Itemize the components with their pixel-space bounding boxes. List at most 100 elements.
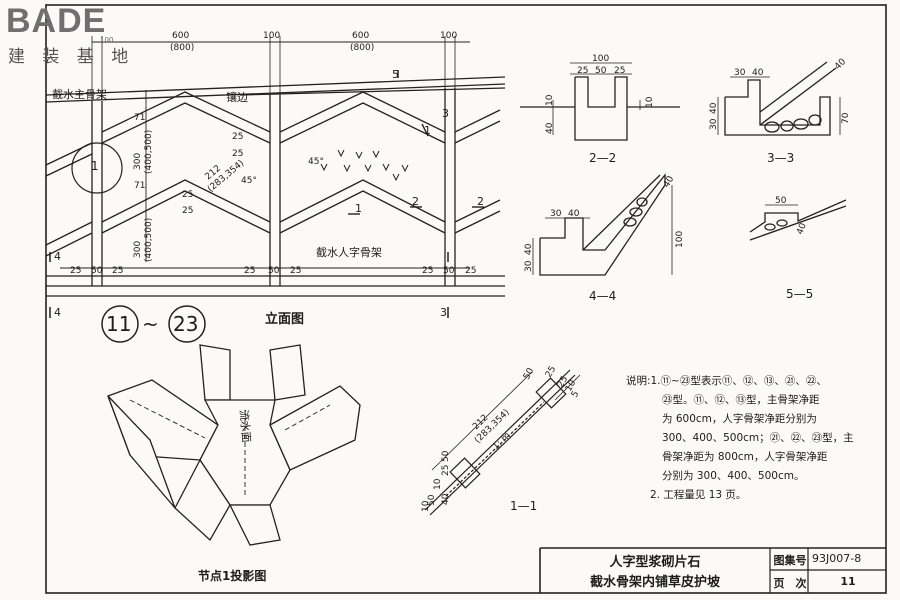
s22-dim-10a: 10 [545,94,555,106]
s44-dim-40b: 40 [524,243,534,255]
node-flow-lines [129,399,331,495]
dim-100-a: 100 [263,31,280,41]
note-line-1: 说明:1.⑪~㉓型表示⑪、⑫、⑬、㉑、㉒、 [626,375,827,387]
title-line-2: 截水骨架内铺草皮护坡 [589,575,720,590]
angle-45-b: 45° [308,157,324,167]
s11-dim-50c: 50 [427,494,437,506]
elevation-view [45,36,506,318]
atlas-value: 93J007-8 [812,552,862,565]
s44-dim-100: 100 [675,231,685,248]
mark-node-1: 1 [91,159,99,173]
dim-25-c: 25 [182,190,193,200]
dim-71-b: 71 [134,181,145,191]
logo-brand: BADE [6,2,107,40]
dim-left-lower: 300 (400,500) [133,218,154,262]
s55-dim-40: 40 [795,222,808,236]
s22-dim-40: 40 [545,122,555,134]
s11-dim-25a: 25 [441,465,451,476]
notes-block: 说明:1.⑪~㉓型表示⑪、⑫、⑬、㉑、㉒、 ㉓型。⑪、⑫、⑬型，主骨架净距 为 … [626,372,866,505]
s22-dim-25b: 25 [614,66,625,76]
dim-b-25-5: 25 [422,266,433,276]
page-value: 11 [840,575,856,588]
dim-25-b: 25 [232,149,243,159]
logo-small-number: 100 [100,36,114,44]
atlas-label: 图集号 [773,554,807,567]
node-title: 节点1投影图 [198,568,266,583]
mark-1b: 1 [355,202,362,215]
mark-3-bottom: 3 [440,306,447,319]
flow-label: 流水面 [237,409,254,443]
mark-2a: 2 [412,195,419,208]
s33-dim-40: 40 [752,68,764,78]
s11-dim-50a: 50 [441,450,451,462]
note-line-5: 骨架净距为 800cm，人字骨架净距 [662,451,828,463]
s11-dim-10b: 10 [433,478,443,490]
dim-b-25-3: 25 [244,266,255,276]
dim-b-25-2: 25 [112,266,123,276]
section-5-5 [749,199,847,241]
page-label: 页 次 [773,577,807,590]
mark-3-top: 3 [442,107,449,120]
dim-b-25-1: 25 [70,266,81,276]
s33-dim-70: 70 [841,112,851,124]
dim-600-a: 600 [172,31,189,41]
sheet-border [45,4,887,594]
note-line-4: 300、400、500cm；㉑、㉒、㉓型，主 [662,432,854,444]
s11-title: 1—1 [510,499,537,513]
s22-dim-100: 100 [592,54,609,64]
mark-5: 5 [392,68,399,81]
grass-symbols [320,149,409,182]
type-end: 23 [173,312,198,336]
dim-25-a: 25 [232,132,243,142]
s11-dim-5: 5 [570,390,582,400]
dim-800-b: (800) [350,43,374,53]
mark-4-top: 4 [54,250,61,263]
note-line-7: 2. 工程量见 13 页。 [650,489,747,501]
dim-400500-b: (400,500) [144,218,154,262]
dim-b-50-3: 50 [443,266,455,276]
dim-400500-a: (400,500) [144,130,154,174]
s33-dim-40c: 40 [833,57,848,72]
label-main-frame: 截水主骨架 [52,87,107,101]
s11-dim-10c: 10 [421,500,431,512]
s44-dim-30: 30 [550,209,562,219]
dim-71-a: 71 [134,113,145,123]
s33-dim-40b: 40 [709,102,719,114]
label-herring-frame: 截水人字骨架 [316,245,382,259]
note-line-3: 为 600cm，人字骨架净距分别为 [662,413,817,425]
dim-b-25-4: 25 [290,266,301,276]
s44-dim-40: 40 [568,209,580,219]
dim-25-d: 25 [182,206,193,216]
label-edge: 镶边 [226,90,248,104]
logo-subtitle: 建 装 基 地 [8,47,135,67]
s33-title: 3—3 [767,151,794,165]
s22-dim-50: 50 [595,66,607,76]
s33-dim-30: 30 [734,68,746,78]
s44-dim-30b: 30 [524,260,534,272]
dim-b-25-6: 25 [465,266,476,276]
mark-4-bottom: 4 [54,306,61,319]
s11-dim-25c: 25 [556,375,570,390]
type-tilde: ~ [142,312,159,336]
s22-dim-10b: 10 [645,96,655,108]
section-4-4 [532,173,673,276]
angle-45-a: 45° [241,176,257,186]
dim-left-upper: 300 (400,500) [133,130,154,174]
dim-100-b: 100 [440,31,457,41]
elevation-title: 立面图 [265,311,304,327]
mark-2b: 2 [477,195,484,208]
dim-300-b: 300 [133,241,143,258]
s44-title: 4—4 [589,289,616,303]
dim-800-a: (800) [170,43,194,53]
type-range-label: 11 ~ 23 [101,305,206,343]
type-start: 11 [106,312,131,336]
dim-b-50-1: 50 [91,266,103,276]
s11-dim-40: 40 [441,493,451,505]
s22-dim-25a: 25 [577,66,588,76]
dim-600-b: 600 [352,31,369,41]
s33-dim-30b: 30 [709,118,719,130]
s55-title: 5—5 [786,287,813,301]
dim-300-a: 300 [133,153,143,170]
